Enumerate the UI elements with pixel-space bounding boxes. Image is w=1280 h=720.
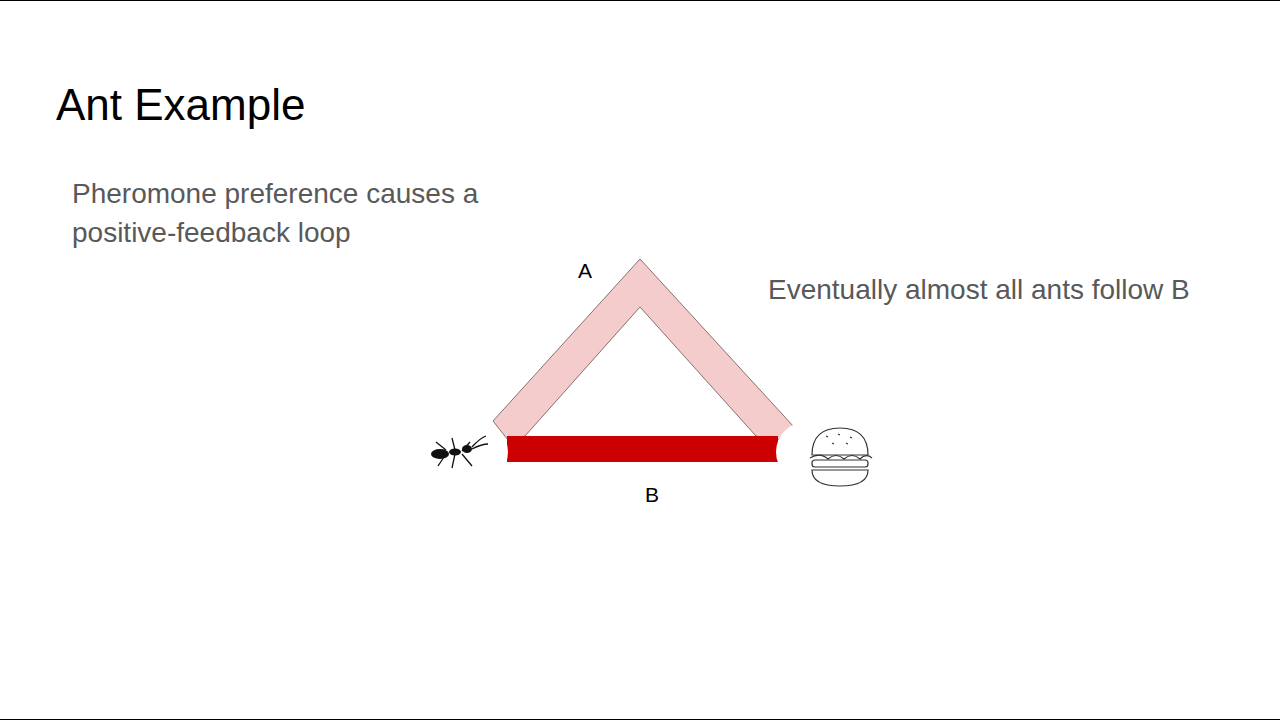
ant-icon [431, 436, 488, 468]
nest-gap [448, 422, 508, 482]
frame-line [0, 0, 1280, 1]
slide-title: Ant Example [56, 80, 305, 130]
note-text: Eventually almost all ants follow B [768, 273, 1190, 307]
burger-icon [810, 428, 872, 486]
path-b-band [507, 436, 778, 462]
path-label: A [578, 259, 592, 283]
path-label: B [645, 483, 659, 507]
frame-line [0, 719, 1280, 720]
note-text: Pheromone preference causes a positive-f… [72, 174, 542, 252]
path-a-band [493, 259, 794, 440]
